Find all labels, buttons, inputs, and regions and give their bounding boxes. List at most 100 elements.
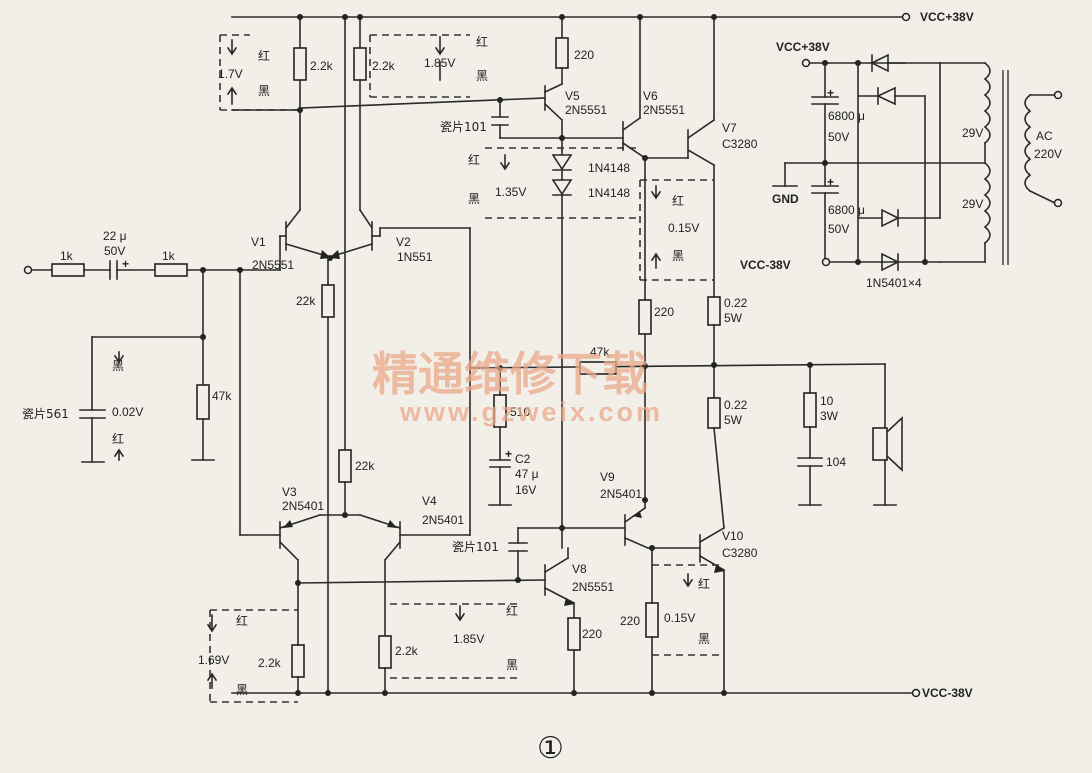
- v5-emitter-r-label: 220: [574, 48, 594, 62]
- power-supply: VCC+38V + 6800 μ 50V GND + 6800 μ 50V VC…: [740, 40, 1063, 290]
- probe-black: 黑: [112, 359, 124, 373]
- re-bot-label: 0.22: [724, 398, 748, 412]
- v1-label: V1: [251, 235, 266, 249]
- ac-label: AC: [1036, 129, 1053, 143]
- re-top-label: 0.22: [724, 296, 748, 310]
- v9-label: V9: [600, 470, 615, 484]
- figure-label: ①: [537, 731, 564, 766]
- v5-label: V5: [565, 89, 580, 103]
- v1-measure-voltage: 1.7V: [218, 67, 243, 81]
- input-cap-label: 22 μ: [103, 229, 127, 243]
- cap2-voltage: 50V: [828, 222, 849, 236]
- v4-collector-r-label: 2.2k: [395, 644, 419, 658]
- probe-black: 黑: [468, 192, 480, 206]
- v6-type: 2N5551: [643, 103, 685, 117]
- probe-red: 红: [258, 48, 270, 63]
- v8-emitter-r-label: 220: [582, 627, 602, 641]
- cap1-voltage: 50V: [828, 130, 849, 144]
- v3-label: V3: [282, 485, 297, 499]
- probe-black: 黑: [236, 683, 248, 697]
- v6-label: V6: [643, 89, 658, 103]
- vas-positive: 220 瓷片101 V5 2N5551 1N4148 1N4148 红 1.35…: [299, 14, 640, 549]
- probe-red: 红: [236, 613, 248, 628]
- v10-type: C3280: [722, 546, 758, 560]
- v8-type: 2N5551: [572, 580, 614, 594]
- output-positive: V6 2N5551 V7 C3280 220 0.22 5W 红 0.15V 黑: [561, 14, 758, 501]
- input-shunt-r-label: 47k: [212, 389, 232, 403]
- v1-type: 2N5551: [252, 258, 294, 272]
- feedback-gnd-r-label: 510: [510, 405, 530, 419]
- cap2-value: 6800 μ: [828, 203, 865, 217]
- v2-type: 1N551: [397, 250, 433, 264]
- secondary1-voltage: 29V: [962, 126, 983, 140]
- c2-value: 47 μ: [515, 467, 539, 481]
- c2-plus: +: [505, 447, 512, 461]
- v3-measure-voltage: 1.69V: [198, 653, 229, 667]
- input-network: 1k 22 μ 50V + 1k 47k 瓷片561 黑 0.02V 红: [22, 229, 281, 463]
- output-negative: V9 2N5401 V10 C3280 0.22 5W 220 红 0.15V …: [600, 397, 758, 696]
- output-node: 47k 510 + C2 47 μ 16V 10 3W 104: [469, 345, 903, 506]
- cap1-plus: +: [827, 86, 834, 100]
- v3-type: 2N5401: [282, 499, 324, 513]
- input-measure-voltage: 0.02V: [112, 405, 143, 419]
- probe-black: 黑: [258, 84, 270, 98]
- vcc-pos-label: VCC+38V: [920, 10, 974, 24]
- diff-pair-positive: 2.2k 2.2k V1 2N5551 V2 1N551 22k: [218, 14, 488, 694]
- c2-voltage: 16V: [515, 483, 536, 497]
- input-cap-voltage: 50V: [104, 244, 125, 258]
- bridge-diodes-label: 1N5401×4: [866, 276, 922, 290]
- probe-black: 黑: [476, 69, 488, 83]
- input-r1-label: 1k: [60, 249, 74, 263]
- secondary2-voltage: 29V: [962, 197, 983, 211]
- probe-red: 红: [468, 152, 480, 167]
- probe-black: 黑: [506, 658, 518, 672]
- negative-rail: VCC-38V: [231, 686, 973, 700]
- watermark: 精通维修下载 www.gzweix.com: [372, 347, 663, 427]
- v2-measure-voltage: 1.85V: [424, 56, 455, 70]
- v10-label: V10: [722, 529, 744, 543]
- v4-label: V4: [422, 494, 437, 508]
- feedback-r-label: 47k: [590, 345, 610, 359]
- re-top-watt: 5W: [724, 311, 743, 325]
- diode2-type: 1N4148: [588, 186, 630, 200]
- gnd-label: GND: [772, 192, 799, 206]
- v2-collector-r-label: 2.2k: [372, 59, 396, 73]
- c2-label: C2: [515, 452, 531, 466]
- vcc-neg-label: VCC-38V: [922, 686, 973, 700]
- output-top-measure: 0.15V: [668, 221, 699, 235]
- output-top-r-label: 220: [654, 305, 674, 319]
- v5-type: 2N5551: [565, 103, 607, 117]
- output-bot-measure: 0.15V: [664, 611, 695, 625]
- v3-collector-r-label: 2.2k: [258, 656, 282, 670]
- probe-red: 红: [112, 431, 124, 446]
- input-cap-plus: +: [122, 257, 129, 271]
- zobel-c-label: 104: [826, 455, 846, 469]
- probe-red: 红: [672, 193, 684, 208]
- input-r2-label: 1k: [162, 249, 176, 263]
- v5-cap-label: 瓷片101: [440, 120, 487, 134]
- output-bot-r-label: 220: [620, 614, 640, 628]
- v1v2-tail-r-label: 22k: [296, 294, 316, 308]
- diode1-type: 1N4148: [588, 161, 630, 175]
- diff-pair-negative: V3 2N5401 V4 2N5401 22k 2.2k 2.2k 红 1.69…: [198, 14, 546, 703]
- watermark-url: www.gzweix.com: [399, 397, 663, 427]
- zobel-r-watt: 3W: [820, 409, 839, 423]
- vas-negative: V8 2N5551 220 瓷片101: [452, 525, 626, 696]
- zobel-r-label: 10: [820, 394, 834, 408]
- v9-type: 2N5401: [600, 487, 642, 501]
- v8-cap-label: 瓷片101: [452, 540, 499, 554]
- probe-black: 黑: [672, 249, 684, 263]
- v7-type: C3280: [722, 137, 758, 151]
- v7-label: V7: [722, 121, 737, 135]
- input-shunt-cap-label: 瓷片561: [22, 407, 69, 421]
- re-bot-watt: 5W: [724, 413, 743, 427]
- v4-measure-voltage: 1.85V: [453, 632, 484, 646]
- cap1-value: 6800 μ: [828, 109, 865, 123]
- v8-label: V8: [572, 562, 587, 576]
- probe-red: 红: [476, 34, 488, 49]
- psu-pos-label: VCC+38V: [776, 40, 830, 54]
- v1-collector-r-label: 2.2k: [310, 59, 334, 73]
- probe-black: 黑: [698, 632, 710, 646]
- probe-red: 红: [506, 603, 518, 618]
